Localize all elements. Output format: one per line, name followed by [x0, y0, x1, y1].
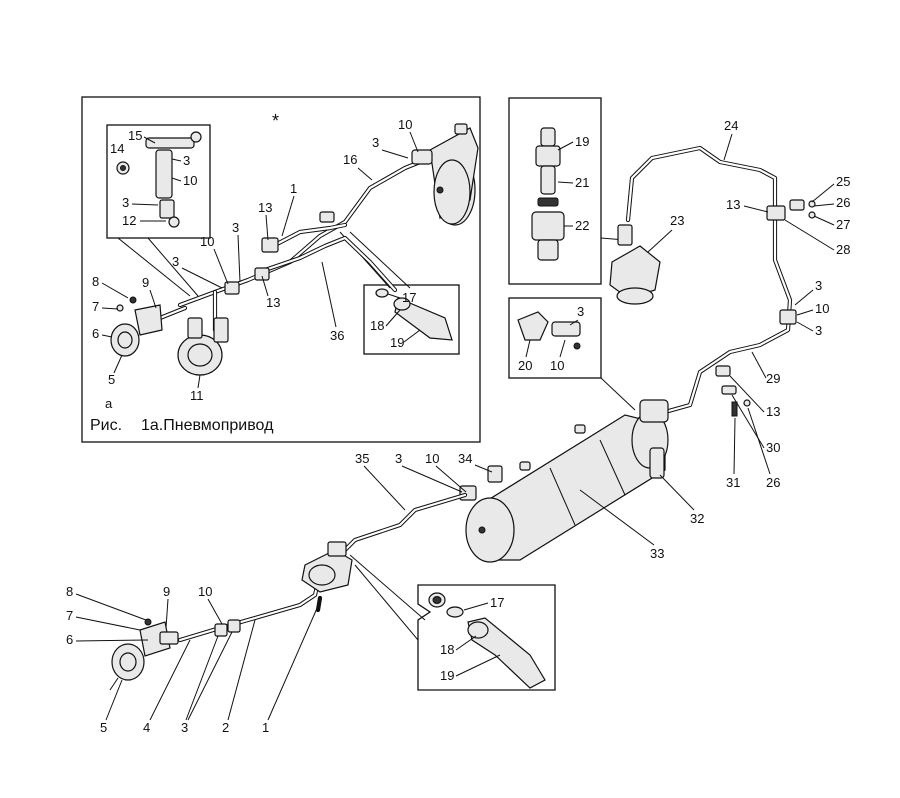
elbow-detail-box	[508, 297, 602, 379]
callout-16: 16	[343, 152, 357, 167]
callout-13: 13	[766, 404, 780, 419]
lower-coupling-parts	[428, 592, 546, 689]
callout-6: 6	[92, 326, 99, 341]
callout-19: 19	[390, 335, 404, 350]
callout-31: 31	[726, 475, 740, 490]
callout-33: 33	[650, 546, 664, 561]
callout-25: 25	[836, 174, 850, 189]
callout-34: 34	[458, 451, 472, 466]
callout-10: 10	[200, 234, 214, 249]
callout-17: 17	[402, 290, 416, 305]
callout-3: 3	[172, 254, 179, 269]
callout-10: 10	[183, 173, 197, 188]
callout-10: 10	[398, 117, 412, 132]
callout-3: 3	[815, 323, 822, 338]
callout-14: 14	[110, 141, 124, 156]
callout-26: 26	[766, 475, 780, 490]
callout-21: 21	[575, 175, 589, 190]
callout-32: 32	[690, 511, 704, 526]
callout-13: 13	[266, 295, 280, 310]
callout-3: 3	[232, 220, 239, 235]
inset-a-brake-chamber	[177, 317, 229, 376]
callout-5: 5	[100, 720, 107, 735]
inset-a-fittings	[224, 211, 335, 295]
callout-28: 28	[836, 242, 850, 257]
inset-a-labels: * 15 14 3 10 3 12 10 3 16 1 13 3 10 3 13…	[90, 111, 421, 434]
inset-mark: *	[272, 111, 279, 131]
callout-8: 8	[66, 584, 73, 599]
callout-29: 29	[766, 371, 780, 386]
right-detail-parts	[531, 127, 565, 261]
callout-15: 15	[128, 128, 142, 143]
callout-10: 10	[815, 301, 829, 316]
pressure-regulator	[609, 224, 661, 305]
callout-17: 17	[490, 595, 504, 610]
callout-9: 9	[142, 275, 149, 290]
callout-36: 36	[330, 328, 344, 343]
inset-a-frame	[81, 96, 481, 443]
inset-a-coupling-box	[363, 284, 460, 355]
callout-18: 18	[370, 318, 384, 333]
callout-13: 13	[258, 200, 272, 215]
callout-3: 3	[815, 278, 822, 293]
inset-sublabel: а	[105, 396, 113, 411]
inset-a-detail-box	[106, 124, 211, 239]
callout-18: 18	[440, 642, 454, 657]
callout-10: 10	[198, 584, 212, 599]
figure-title: 1а.Пневмопривод	[141, 417, 274, 434]
callout-7: 7	[66, 608, 73, 623]
callout-27: 27	[836, 217, 850, 232]
callout-7: 7	[92, 299, 99, 314]
inset-a-receiver	[411, 123, 479, 226]
lower-crane-valve	[109, 618, 179, 691]
callout-30: 30	[766, 440, 780, 455]
callout-20: 20	[518, 358, 532, 373]
callout-3: 3	[122, 195, 129, 210]
elbow-detail-parts	[517, 311, 581, 350]
callout-35: 35	[355, 451, 369, 466]
tee-fitting-detail	[116, 131, 202, 228]
inset-a-crane-valve	[110, 296, 163, 357]
callout-3: 3	[181, 720, 188, 735]
callout-5: 5	[108, 372, 115, 387]
callout-3: 3	[183, 153, 190, 168]
callout-3: 3	[372, 135, 379, 150]
callout-12: 12	[122, 213, 136, 228]
lower-fittings	[214, 619, 241, 637]
callout-3: 3	[395, 451, 402, 466]
callout-9: 9	[163, 584, 170, 599]
callout-24: 24	[724, 118, 738, 133]
lower-valve-assembly	[301, 541, 353, 593]
right-detail-box	[508, 97, 602, 285]
callout-23: 23	[670, 213, 684, 228]
callout-1: 1	[290, 181, 297, 196]
figure-prefix: Рис.	[90, 417, 122, 434]
callout-1: 1	[262, 720, 269, 735]
callout-8: 8	[92, 274, 99, 289]
callout-13: 13	[726, 197, 740, 212]
callout-26: 26	[836, 195, 850, 210]
callout-10: 10	[550, 358, 564, 373]
callout-2: 2	[222, 720, 229, 735]
receiver-tank	[459, 399, 669, 563]
callout-4: 4	[143, 720, 150, 735]
callout-19: 19	[440, 668, 454, 683]
inset-a-coupling	[375, 288, 453, 341]
lower-coupling-box	[417, 584, 556, 691]
callout-11: 11	[190, 388, 204, 403]
callout-22: 22	[575, 218, 589, 233]
callout-10: 10	[425, 451, 439, 466]
callout-19: 19	[575, 134, 589, 149]
right-pipe-fittings	[715, 199, 816, 417]
callout-6: 6	[66, 632, 73, 647]
callout-3: 3	[577, 304, 584, 319]
